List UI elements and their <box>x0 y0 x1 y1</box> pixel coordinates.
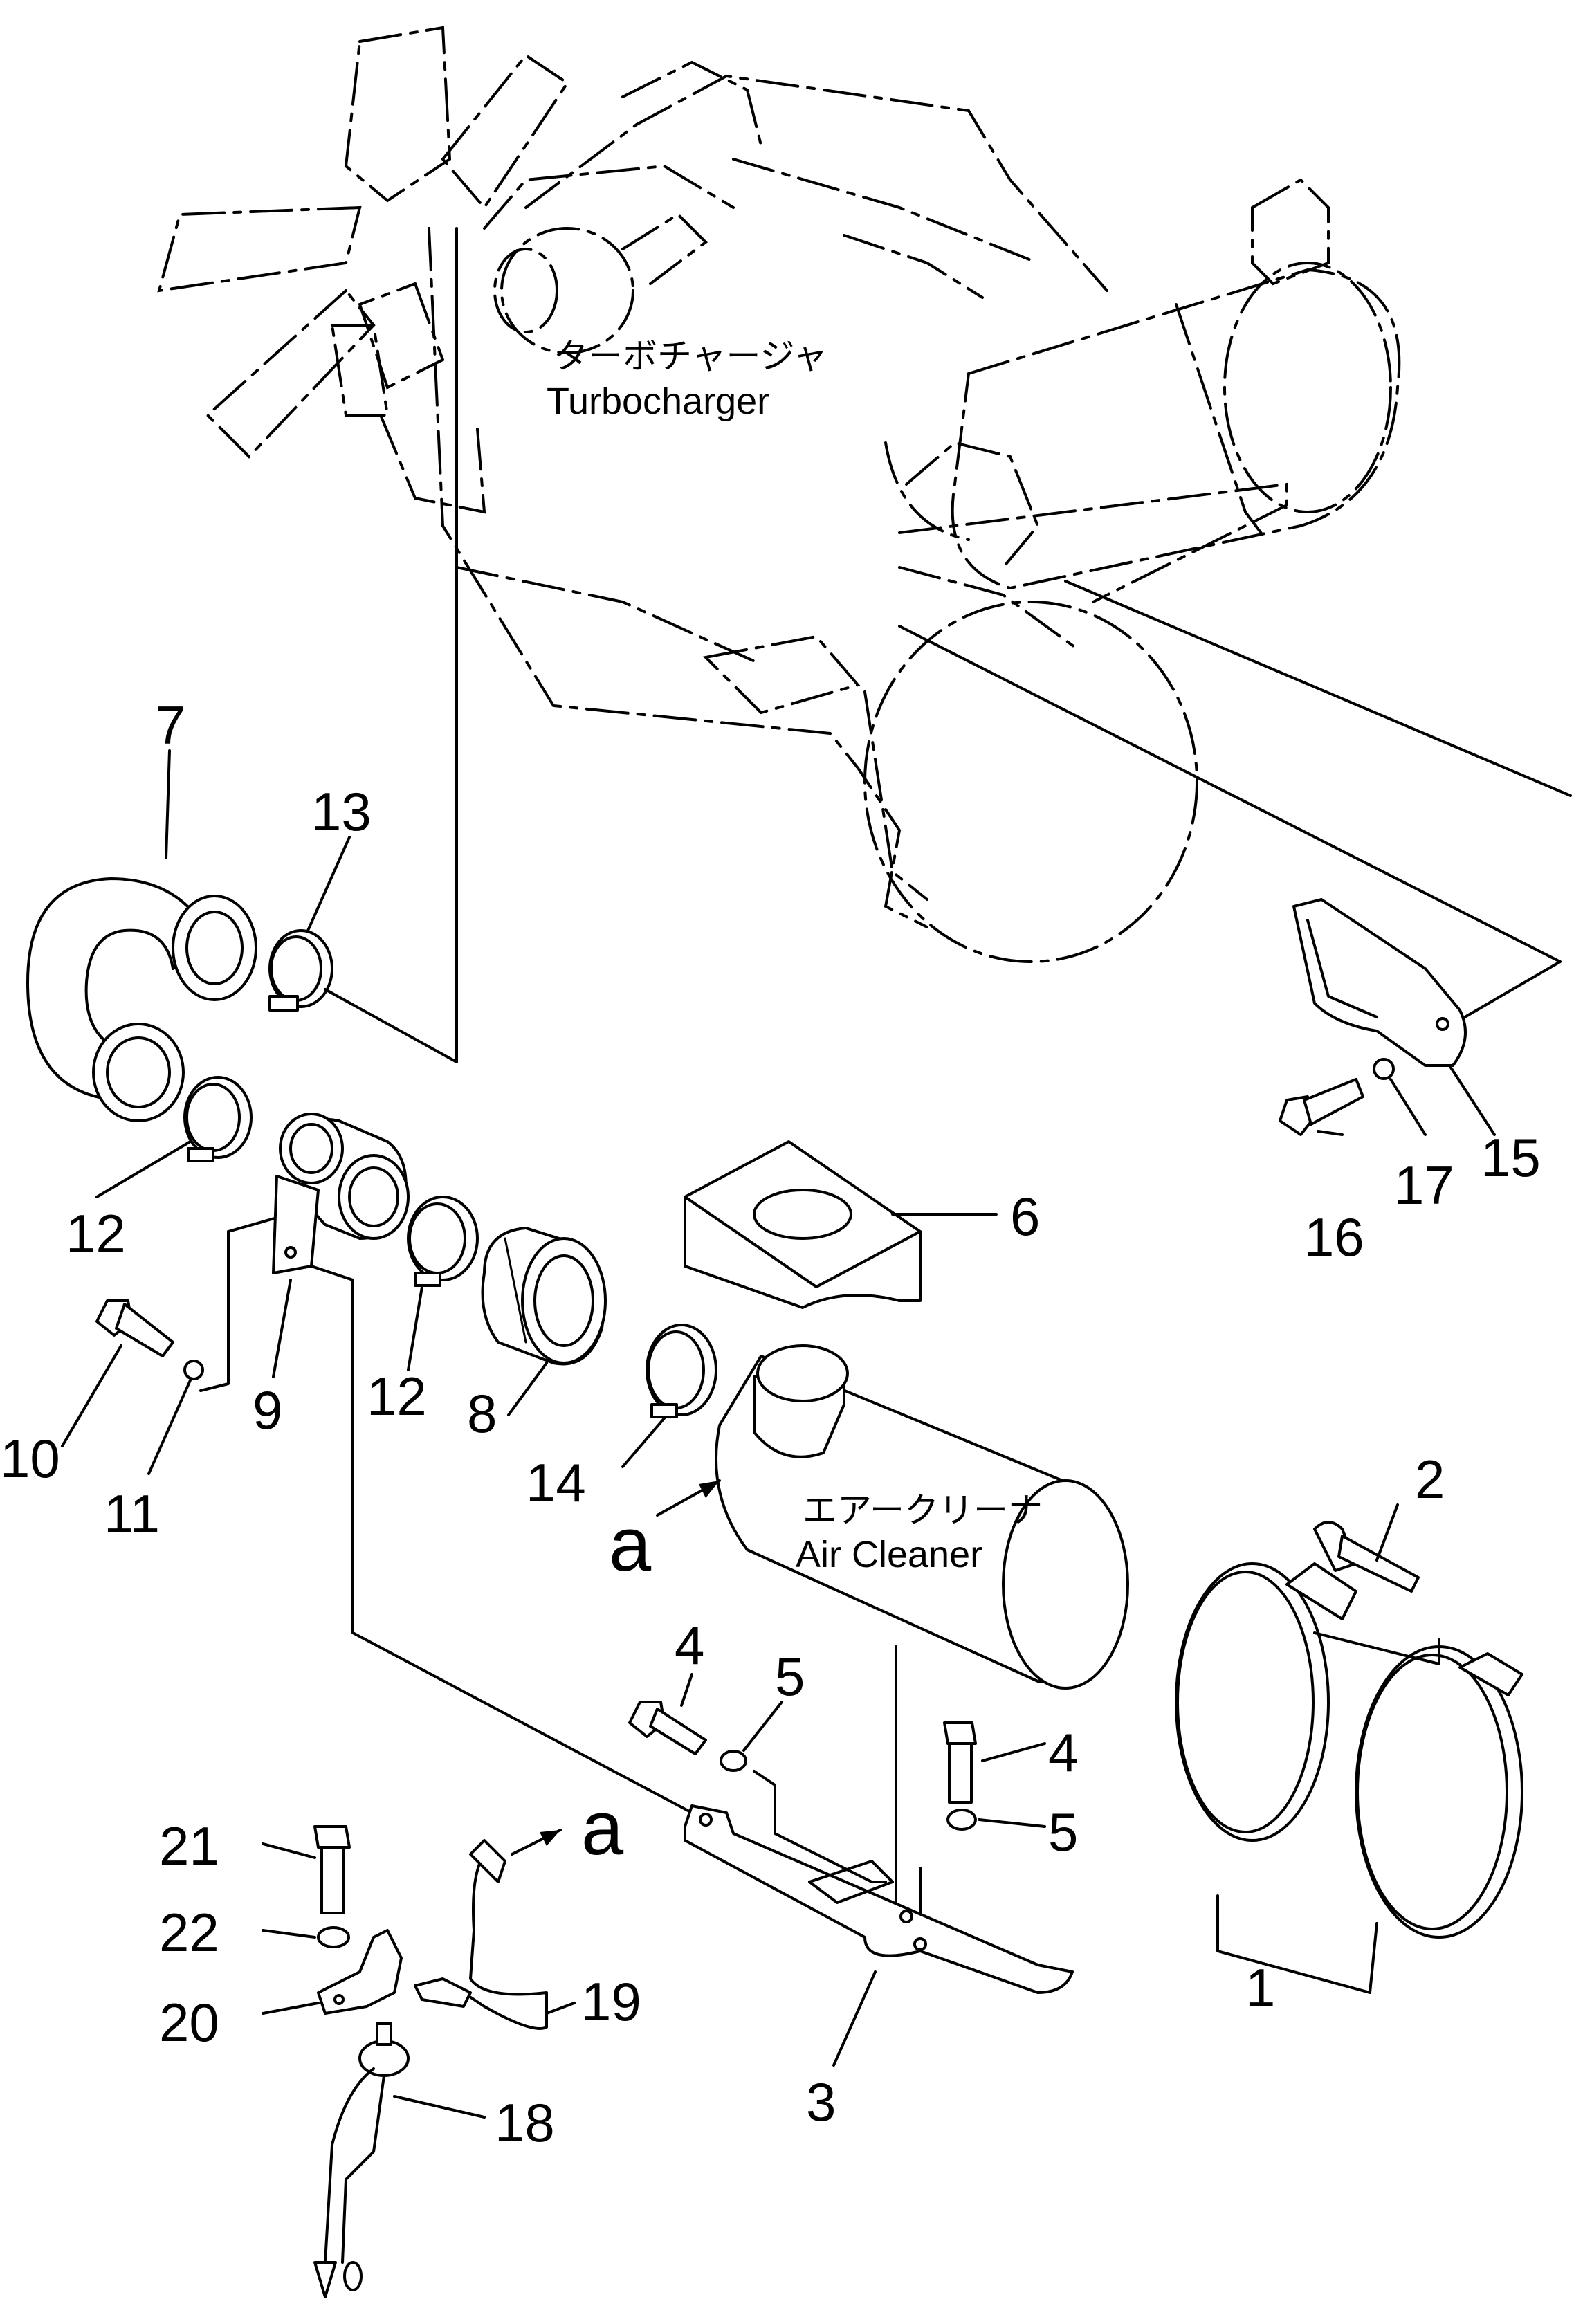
callout-16: 16 <box>1304 1207 1364 1268</box>
part-14-hose-clamp <box>646 1324 717 1418</box>
arrow-head-a-bottom <box>540 1830 560 1846</box>
callout-18: 18 <box>495 2092 555 2153</box>
turbocharger-label-jp: ターボチャージャ <box>553 336 827 376</box>
part-22-washer <box>317 1926 350 1948</box>
callout-13: 13 <box>311 781 372 842</box>
part-3-mounting-rail <box>684 1804 1074 1994</box>
callout-2: 2 <box>1415 1449 1445 1510</box>
callout-12a: 12 <box>66 1203 126 1264</box>
callout-5a: 5 <box>775 1646 805 1707</box>
part-12-hose-clamp-b <box>407 1196 479 1287</box>
part-19-indicator-pipe <box>414 1839 548 2030</box>
part-5-washer-a <box>720 1750 747 1772</box>
part-4-bolt-a <box>628 1701 707 1755</box>
air-cleaner-label-jp: エアークリーナ <box>803 1490 1043 1530</box>
callout-12b: 12 <box>367 1366 427 1427</box>
callout-10: 10 <box>0 1428 60 1489</box>
part-16-bolt <box>1279 1078 1364 1136</box>
callout-22: 22 <box>159 1902 219 1963</box>
part-2-bolt <box>1313 1521 1420 1593</box>
callout-21: 21 <box>159 1815 219 1876</box>
part-12-hose-clamp-a <box>183 1076 253 1162</box>
turbocharger-label-en: Turbocharger <box>547 381 769 422</box>
part-21-bolt <box>313 1825 351 1914</box>
part-8-straight-hose <box>481 1227 607 1366</box>
part-4-bolt-b <box>943 1721 977 1804</box>
callout-6: 6 <box>1010 1186 1040 1247</box>
callout-11: 11 <box>104 1483 160 1544</box>
part-18-dust-indicator <box>313 2022 410 2298</box>
part-13-hose-clamp <box>268 929 333 1012</box>
callout-19: 19 <box>581 1971 641 2032</box>
part-11-washer <box>183 1360 204 1380</box>
callout-15: 15 <box>1481 1127 1541 1188</box>
air-cleaner-body <box>715 1344 1129 1690</box>
air-cleaner-mounted-phantom <box>884 178 1401 603</box>
callout-7: 7 <box>156 695 185 756</box>
callout-8: 8 <box>467 1383 497 1444</box>
engine-outline <box>157 26 1198 963</box>
part-1-band-clamps <box>1175 1562 1523 1994</box>
callout-1: 1 <box>1245 1957 1275 2018</box>
callout-5b: 5 <box>1048 1802 1078 1863</box>
part-6-foam-block <box>684 1140 922 1309</box>
air-cleaner-label-en: Air Cleaner <box>796 1534 982 1575</box>
callout-9: 9 <box>253 1380 282 1440</box>
callout-3: 3 <box>806 2071 836 2132</box>
arrow-head-a-top <box>699 1481 720 1498</box>
part-7-u-hose <box>26 877 257 1122</box>
part-17-washer <box>1373 1058 1395 1080</box>
callout-numbers: 1 2 3 4 4 5 5 6 7 8 9 10 11 12 12 13 14 … <box>0 695 1541 2153</box>
reference-a-bottom: a <box>581 1786 624 1871</box>
part-9-elbow-bracket <box>272 1113 410 1274</box>
part-20-bracket <box>317 1929 403 2015</box>
reference-lines <box>199 227 1572 1946</box>
callout-14: 14 <box>526 1452 586 1513</box>
callout-4b: 4 <box>1048 1722 1078 1783</box>
part-10-bolt <box>95 1299 174 1357</box>
leader-lines <box>61 749 1496 2119</box>
part-15-bracket <box>1292 898 1467 1067</box>
reference-a-top: a <box>609 1502 652 1587</box>
callout-20: 20 <box>159 1992 219 2053</box>
callout-4a: 4 <box>675 1615 704 1676</box>
callout-17: 17 <box>1394 1155 1454 1216</box>
part-5-washer-b <box>946 1809 977 1831</box>
